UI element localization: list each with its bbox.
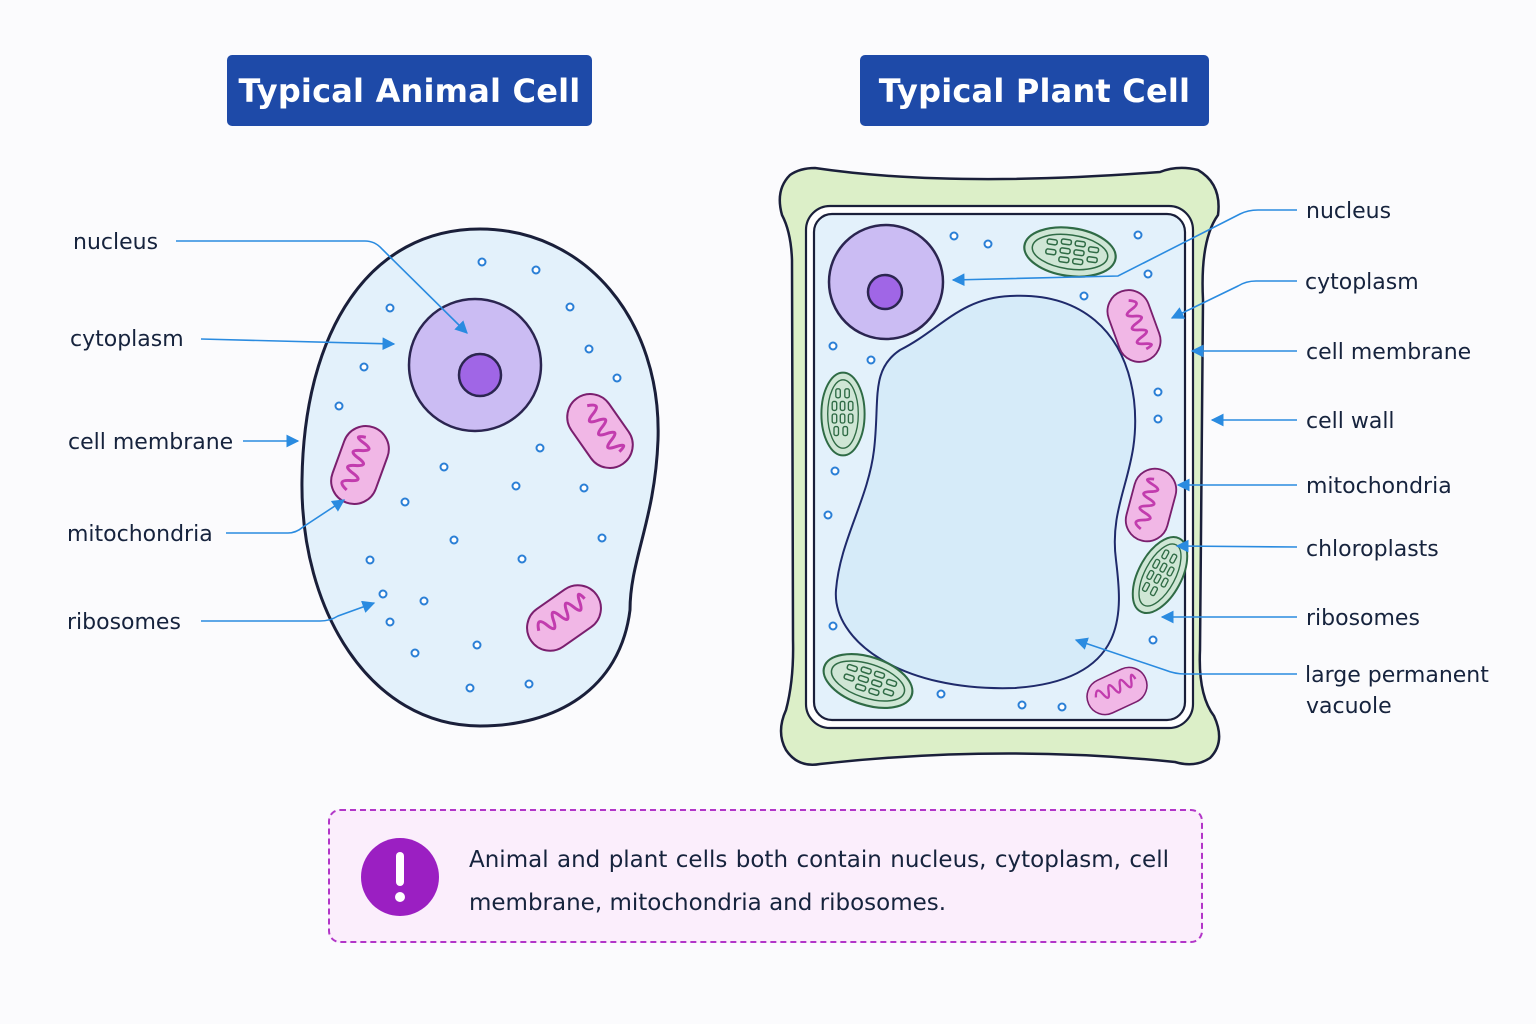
plant-label-chloroplasts: chloroplasts (1306, 537, 1439, 562)
plant-leader-lines (951, 209, 1298, 675)
plant-label-mitochondria: mitochondria (1306, 474, 1452, 499)
animal-label-cell-membrane: cell membrane (68, 430, 233, 455)
animal-label-cytoplasm: cytoplasm (70, 327, 184, 352)
leader-line (176, 240, 468, 334)
leader-line (951, 209, 1297, 287)
animal-ribosomes (334, 257, 622, 693)
leader-line (201, 600, 376, 622)
plant-label-cell-membrane: cell membrane (1306, 340, 1471, 365)
plant-label-nucleus: nucleus (1306, 199, 1391, 224)
animal-cell (300, 227, 660, 728)
animal-label-ribosomes: ribosomes (67, 610, 181, 635)
exclamation-icon (361, 838, 439, 916)
plant-chloroplast (820, 371, 866, 457)
plant-vacuole (834, 294, 1137, 690)
leader-line (1170, 280, 1297, 319)
animal-nucleolus (457, 352, 503, 398)
plant-label-vacuole-line1: large permanent (1305, 663, 1489, 688)
plant-label-cytoplasm: cytoplasm (1305, 270, 1419, 295)
leader-line (200, 337, 396, 351)
animal-leader-lines (176, 240, 468, 622)
summary-note-text: Animal and plant cells both contain nucl… (469, 847, 1169, 916)
plant-nucleolus (866, 273, 904, 311)
plant-cell-title: Typical Plant Cell (860, 55, 1209, 126)
animal-label-mitochondria: mitochondria (67, 522, 213, 547)
summary-note: Animal and plant cells both contain nucl… (328, 809, 1203, 943)
plant-label-ribosomes: ribosomes (1306, 606, 1420, 631)
plant-ribosomes (823, 230, 1163, 712)
animal-cell-title: Typical Animal Cell (227, 55, 592, 126)
plant-label-vacuole-line2: vacuole (1306, 694, 1392, 719)
plant-label-cell-wall: cell wall (1306, 409, 1395, 434)
leader-line (1175, 539, 1298, 553)
plant-cell (778, 166, 1221, 766)
animal-label-nucleus: nucleus (73, 230, 158, 255)
leader-line (1074, 637, 1297, 675)
leader-line (226, 499, 346, 534)
